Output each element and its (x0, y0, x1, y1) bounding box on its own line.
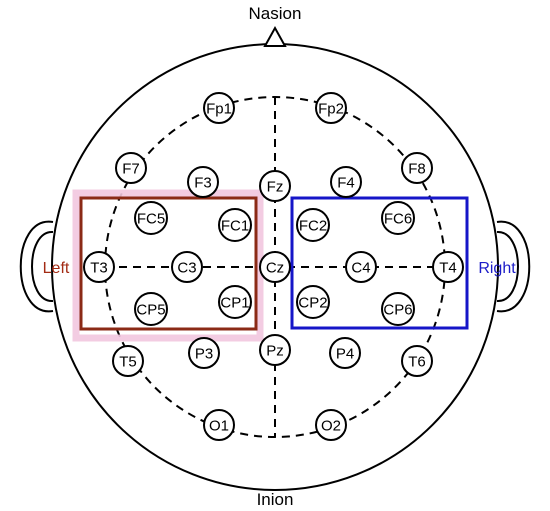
electrode-Pz-label: Pz (266, 343, 284, 360)
electrode-Fz-label: Fz (267, 179, 284, 196)
electrode-O2-label: O2 (321, 418, 341, 435)
left-ear (19, 220, 54, 313)
electrode-F7: F7 (115, 152, 147, 184)
electrode-F4-label: F4 (337, 175, 355, 192)
electrode-Fz: Fz (259, 170, 291, 202)
electrode-F8: F8 (401, 152, 433, 184)
nose (263, 25, 287, 47)
nasion-label: Nasion (249, 4, 302, 23)
electrode-T6-label: T6 (408, 354, 426, 371)
electrode-F7-label: F7 (122, 161, 140, 178)
electrode-F3: F3 (187, 166, 219, 198)
electrode-Pz: Pz (259, 334, 291, 366)
electrode-Fp2: Fp2 (315, 92, 347, 124)
electrode-T3-label: T3 (90, 260, 108, 277)
electrode-CP2: CP2 (296, 285, 330, 319)
electrode-FC5-label: FC5 (137, 211, 165, 228)
electrode-group: Fp1 Fp2 F7 F3 Fz F4 F8 FC5 (83, 92, 464, 441)
right-label: Right (478, 260, 516, 277)
electrode-FC1-label: FC1 (221, 218, 249, 235)
inion-label: Inion (257, 490, 294, 509)
electrode-C4-label: C4 (351, 260, 370, 277)
electrode-C3-label: C3 (177, 260, 196, 277)
electrode-FC6: FC6 (381, 201, 415, 235)
electrode-CP5-label: CP5 (136, 302, 165, 319)
electrode-CP2-label: CP2 (298, 295, 327, 312)
right-region (290, 196, 469, 330)
left-label: Left (43, 260, 70, 277)
electrode-T5-label: T5 (119, 354, 137, 371)
electrode-P4-label: P4 (336, 346, 354, 363)
electrode-C3: C3 (171, 251, 203, 283)
electrode-CP6: CP6 (381, 292, 415, 326)
electrode-CP6-label: CP6 (383, 302, 412, 319)
electrode-O1: O1 (203, 409, 235, 441)
electrode-O2: O2 (315, 409, 347, 441)
electrode-FC5: FC5 (134, 201, 168, 235)
electrode-CP1: CP1 (218, 285, 252, 319)
electrode-CP5: CP5 (134, 292, 168, 326)
electrode-FC1: FC1 (218, 208, 252, 242)
electrode-FC2-label: FC2 (299, 218, 327, 235)
right-ear (496, 220, 531, 313)
electrode-Fp2-label: Fp2 (318, 101, 344, 118)
electrode-T5: T5 (112, 345, 144, 377)
electrode-F8-label: F8 (408, 161, 426, 178)
electrode-T4: T4 (432, 251, 464, 283)
electrode-Cz-label: Cz (266, 260, 284, 277)
electrode-F4: F4 (330, 166, 362, 198)
electrode-P4: P4 (329, 337, 361, 369)
electrode-C4: C4 (345, 251, 377, 283)
electrode-T4-label: T4 (439, 260, 457, 277)
electrode-Fp1: Fp1 (203, 92, 235, 124)
electrode-T3: T3 (83, 251, 115, 283)
electrode-O1-label: O1 (209, 418, 229, 435)
electrode-Cz: Cz (259, 251, 291, 283)
electrode-Fp1-label: Fp1 (206, 101, 232, 118)
electrode-FC2: FC2 (296, 208, 330, 242)
electrode-CP1-label: CP1 (220, 295, 249, 312)
electrode-P3: P3 (188, 337, 220, 369)
electrode-P3-label: P3 (195, 346, 213, 363)
electrode-FC6-label: FC6 (384, 211, 412, 228)
electrode-F3-label: F3 (194, 175, 212, 192)
electrode-T6: T6 (401, 345, 433, 377)
